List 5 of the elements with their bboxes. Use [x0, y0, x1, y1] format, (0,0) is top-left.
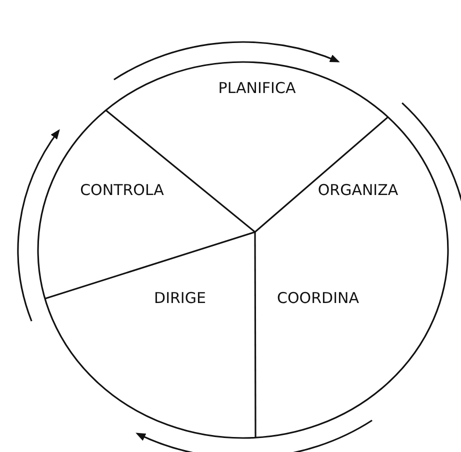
sector-label: CONTROLA: [80, 181, 164, 199]
sector-label: ORGANIZA: [318, 181, 398, 199]
sector-label: COORDINA: [277, 289, 359, 307]
sector-label: DIRIGE: [154, 289, 206, 307]
sector-label: PLANIFICA: [218, 79, 296, 97]
